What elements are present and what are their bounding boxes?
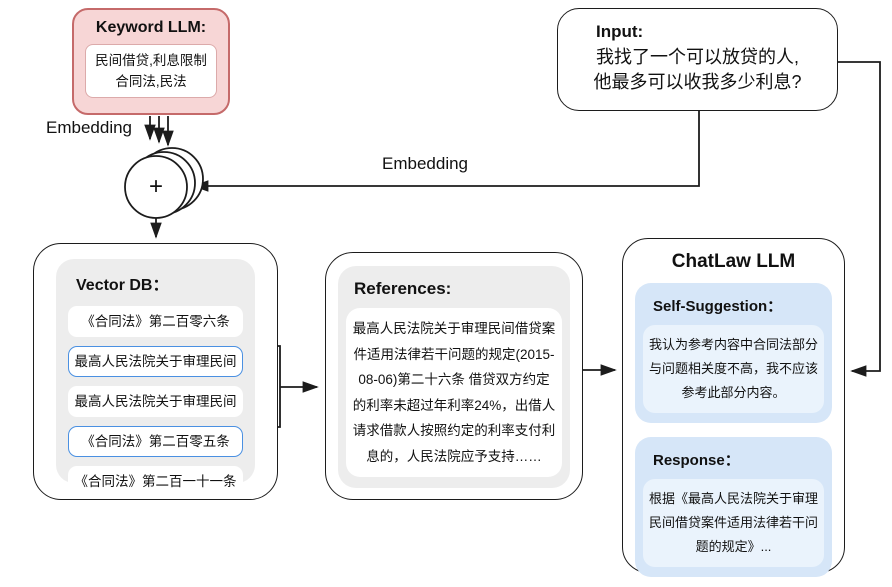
keyword-llm-keywords: 民间借贷,利息限制 合同法,民法 bbox=[85, 44, 217, 98]
vector-db-box: Vector DB： 《合同法》第二百零六条 最高人民法院关于审理民间 最高人民… bbox=[33, 243, 278, 500]
self-suggestion-section: Self-Suggestion： 我认为参考内容中合同法部分与问题相关度不高，我… bbox=[635, 283, 832, 423]
keyword-llm-box: Keyword LLM: 民间借贷,利息限制 合同法,民法 bbox=[72, 8, 230, 115]
vector-db-title: Vector DB： bbox=[76, 277, 169, 294]
keyword-line-1: 民间借贷,利息限制 bbox=[95, 53, 207, 68]
vector-db-panel: Vector DB： 《合同法》第二百零六条 最高人民法院关于审理民间 最高人民… bbox=[56, 259, 255, 497]
references-title: References: bbox=[354, 279, 452, 298]
self-suggestion-body: 我认为参考内容中合同法部分与问题相关度不高，我不应该参考此部分内容。 bbox=[643, 325, 824, 413]
references-panel: References: 最高人民法院关于审理民间借贷案件适用法律若干问题的规定(… bbox=[338, 266, 570, 488]
keyword-line-2: 合同法,民法 bbox=[115, 74, 187, 89]
response-body: 根据《最高人民法院关于审理民间借贷案件适用法律若干问题的规定》... bbox=[643, 479, 824, 567]
references-body: 最高人民法院关于审理民间借贷案件适用法律若干问题的规定(2015-08-06)第… bbox=[346, 308, 562, 477]
plus-sign: + bbox=[148, 173, 163, 200]
embedding-label-left: Embedding bbox=[46, 118, 133, 137]
embedding-label-middle: Embedding bbox=[382, 154, 469, 173]
input-line-1: 我找了一个可以放贷的人, bbox=[596, 47, 799, 67]
chatlaw-llm-title: ChatLaw LLM bbox=[671, 251, 796, 272]
chatlaw-llm-box: ChatLaw LLM Self-Suggestion： 我认为参考内容中合同法… bbox=[622, 238, 845, 577]
vector-db-item-highlighted: 最高人民法院关于审理民间 bbox=[68, 346, 243, 377]
vector-db-item: 《合同法》第二百一十一条 bbox=[68, 466, 243, 497]
input-title: Input: bbox=[596, 22, 644, 41]
input-embedding-arrow bbox=[192, 111, 700, 192]
input-question: 我找了一个可以放贷的人, 他最多可以收我多少利息? bbox=[558, 45, 837, 95]
references-box: References: 最高人民法院关于审理民间借贷案件适用法律若干问题的规定(… bbox=[325, 252, 583, 500]
self-suggestion-title: Self-Suggestion： bbox=[653, 298, 783, 315]
keyword-llm-title: Keyword LLM: bbox=[95, 19, 207, 36]
input-box: Input: 我找了一个可以放贷的人, 他最多可以收我多少利息? bbox=[557, 8, 838, 111]
vector-db-item: 《合同法》第二百零六条 bbox=[68, 306, 243, 337]
vector-db-item-highlighted: 《合同法》第二百零五条 bbox=[68, 426, 243, 457]
response-title: Response： bbox=[653, 452, 740, 469]
input-line-2: 他最多可以收我多少利息? bbox=[593, 72, 802, 92]
response-section: Response： 根据《最高人民法院关于审理民间借贷案件适用法律若干问题的规定… bbox=[635, 437, 832, 577]
vector-db-item: 最高人民法院关于审理民间 bbox=[68, 386, 243, 417]
